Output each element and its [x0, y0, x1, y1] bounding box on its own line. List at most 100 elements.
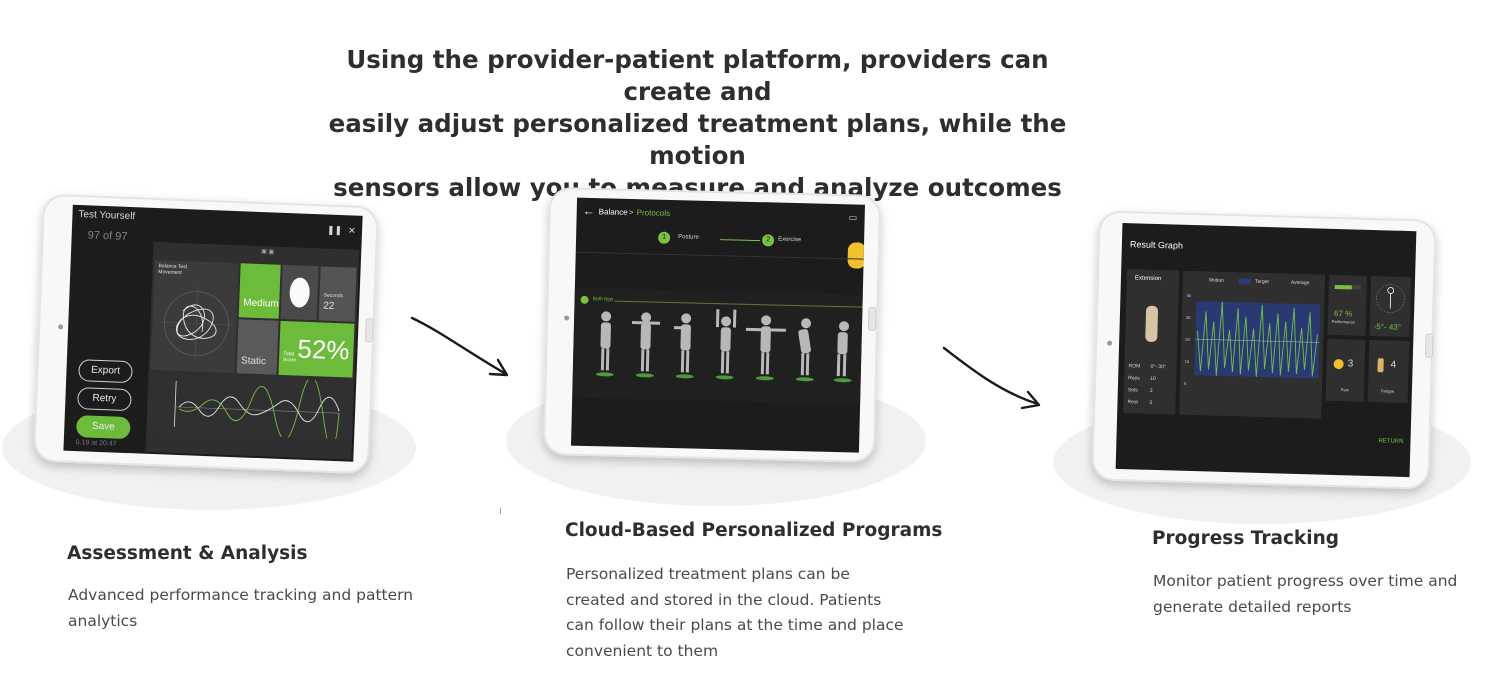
- tablet-camera: [1107, 340, 1113, 346]
- row-label: Both legs: [592, 296, 614, 303]
- flow-arrow-2: [942, 346, 1041, 410]
- tablet-camera: [564, 315, 570, 321]
- breadcrumb-child[interactable]: Protocols: [636, 208, 671, 218]
- step-1-number: 1: [662, 233, 667, 241]
- close-icon[interactable]: ✕: [347, 225, 356, 236]
- headline-line-1: Using the provider-patient platform, pro…: [346, 45, 1049, 106]
- folder-icon[interactable]: ▭: [848, 212, 858, 223]
- seconds-tile: Seconds 22: [318, 266, 357, 322]
- seconds-label: Seconds: [323, 292, 344, 300]
- pain-label: Pain: [1340, 387, 1350, 393]
- retry-button[interactable]: Retry: [77, 387, 132, 412]
- angle-range: -5°- 43°: [1373, 322, 1402, 332]
- angle-panel: -5°- 43°: [1369, 275, 1412, 338]
- export-button[interactable]: Export: [78, 359, 133, 384]
- user-avatar-icon[interactable]: [847, 242, 865, 269]
- rest-label: Rest: [1127, 399, 1138, 406]
- header-divider: [575, 251, 864, 260]
- card-3-desc-line-1: Monitor patient progress over time and: [1153, 572, 1458, 590]
- card-2-description: Personalized treatment plans can be crea…: [566, 562, 936, 664]
- save-label: Save: [91, 420, 115, 433]
- rest-value: 5: [1149, 399, 1153, 406]
- card-1-desc-line-2: analytics: [68, 611, 138, 630]
- card-3-description: Monitor patient progress over time and g…: [1153, 569, 1483, 620]
- card-2-title: Cloud-Based Personalized Programs: [565, 520, 943, 541]
- card-2-desc-line-2: created and stored in the cloud. Patient…: [566, 590, 882, 609]
- card-2-desc-line-3: can follow their plans at the time and p…: [566, 616, 904, 634]
- step-2-number: 2: [766, 236, 771, 244]
- headline-line-2: easily adjust personalized treatment pla…: [328, 109, 1067, 170]
- performance-bar: [1334, 284, 1361, 290]
- footprint-icon: [289, 277, 311, 308]
- rom-label: ROM: [1128, 363, 1141, 370]
- screen-title: Test Yourself: [78, 209, 136, 223]
- sets-value: 3: [1149, 387, 1153, 394]
- fatigue-value: 4: [1390, 359, 1397, 371]
- tablet-side-button: [1424, 333, 1434, 358]
- exercise-figures-graphic: [595, 309, 852, 383]
- reps-value: 10: [1150, 375, 1156, 382]
- step-2-label: Exercise: [778, 236, 802, 244]
- exercise-figure-icon: [1145, 305, 1159, 343]
- static-label: Static: [240, 355, 267, 368]
- card-1-title: Assessment & Analysis: [67, 543, 308, 564]
- card-3-title: Progress Tracking: [1152, 528, 1339, 549]
- performance-panel: 67 % Performance: [1327, 274, 1368, 336]
- retry-label: Retry: [92, 392, 117, 405]
- tablet-side-button: [867, 306, 877, 332]
- fatigue-panel: 4 Fatigue: [1367, 339, 1410, 404]
- back-arrow-icon[interactable]: ←: [582, 203, 595, 219]
- tablet-programs: ← Balance > Protocols ▭ 1 Posture 2 Exer…: [542, 186, 882, 464]
- motion-line-graphic: [174, 376, 340, 440]
- card-3-desc-line-2: generate detailed reports: [1153, 597, 1352, 616]
- score-percent: 52%: [296, 333, 351, 366]
- sets-label: Sets: [1127, 387, 1138, 394]
- reps-label: Reps: [1128, 375, 1140, 382]
- tablet-camera: [58, 324, 64, 330]
- tablet-progress: Result Graph Extension ROM 0°- 30° Reps …: [1091, 210, 1437, 490]
- performance-label: Performance: [1331, 318, 1355, 325]
- pain-value: 3: [1347, 358, 1354, 370]
- card-1-description: Advanced performance tracking and patter…: [68, 583, 448, 634]
- performance-value: 67 %: [1333, 308, 1353, 319]
- step-1-label: Posture: [678, 234, 699, 241]
- card-2-desc-line-4: convenient to them: [566, 641, 719, 660]
- breadcrumb-root[interactable]: Balance: [598, 207, 628, 217]
- level-tile: Medium: [238, 263, 281, 319]
- exercise-name: Extension: [1134, 275, 1162, 283]
- screen-footer: 0.19 at 20:47: [75, 439, 117, 448]
- tablet-side-button: [364, 318, 374, 343]
- pain-icon: [1333, 358, 1344, 370]
- step-2-indicator: 2: [761, 234, 775, 247]
- score-tile: Total Score 52%: [278, 320, 355, 378]
- results-toolbar: ▣ ▣: [261, 249, 275, 256]
- seconds-value: 22: [322, 300, 335, 312]
- card-1-desc-line-1: Advanced performance tracking and patter…: [68, 586, 414, 604]
- flow-arrow-1: [410, 316, 509, 377]
- step-1-indicator: 1: [657, 231, 671, 244]
- motion-chart-tile: [148, 373, 353, 440]
- save-button[interactable]: Save: [75, 415, 131, 440]
- exercise-panel: Extension ROM 0°- 30° Reps 10 Sets 3 Res…: [1123, 269, 1180, 415]
- fatigue-label: Fatigue: [1380, 388, 1395, 394]
- export-label: Export: [90, 364, 121, 377]
- rom-value: 0°- 30°: [1150, 363, 1166, 371]
- motion-graph-panel: Motion Target Average 40 30 20 10 0: [1179, 270, 1326, 419]
- pause-icon[interactable]: ❚❚: [326, 224, 343, 236]
- fatigue-icon: [1377, 358, 1384, 373]
- angle-dial-graphic: [1376, 284, 1405, 313]
- static-tile: Static: [236, 319, 279, 375]
- level-value: Medium: [243, 297, 279, 310]
- progress-screen: Result Graph Extension ROM 0°- 30° Reps …: [1115, 222, 1417, 478]
- step-connector: [720, 239, 761, 242]
- stabilogram-graphic: [160, 287, 233, 360]
- foot-tile: [280, 264, 319, 321]
- return-button[interactable]: RETURN: [1378, 438, 1404, 445]
- balance-chart-tile: Balance Test Movement: [150, 259, 239, 374]
- stray-mark: [500, 508, 501, 514]
- tablet-assessment: Test Yourself ❚❚ ✕ 97 of 97 ▣ ▣ Balance …: [32, 193, 380, 475]
- assessment-screen: Test Yourself ❚❚ ✕ 97 of 97 ▣ ▣ Balance …: [63, 204, 363, 462]
- breadcrumb-separator: >: [628, 207, 634, 218]
- result-title: Result Graph: [1129, 239, 1184, 251]
- programs-screen: ← Balance > Protocols ▭ 1 Posture 2 Exer…: [571, 197, 865, 453]
